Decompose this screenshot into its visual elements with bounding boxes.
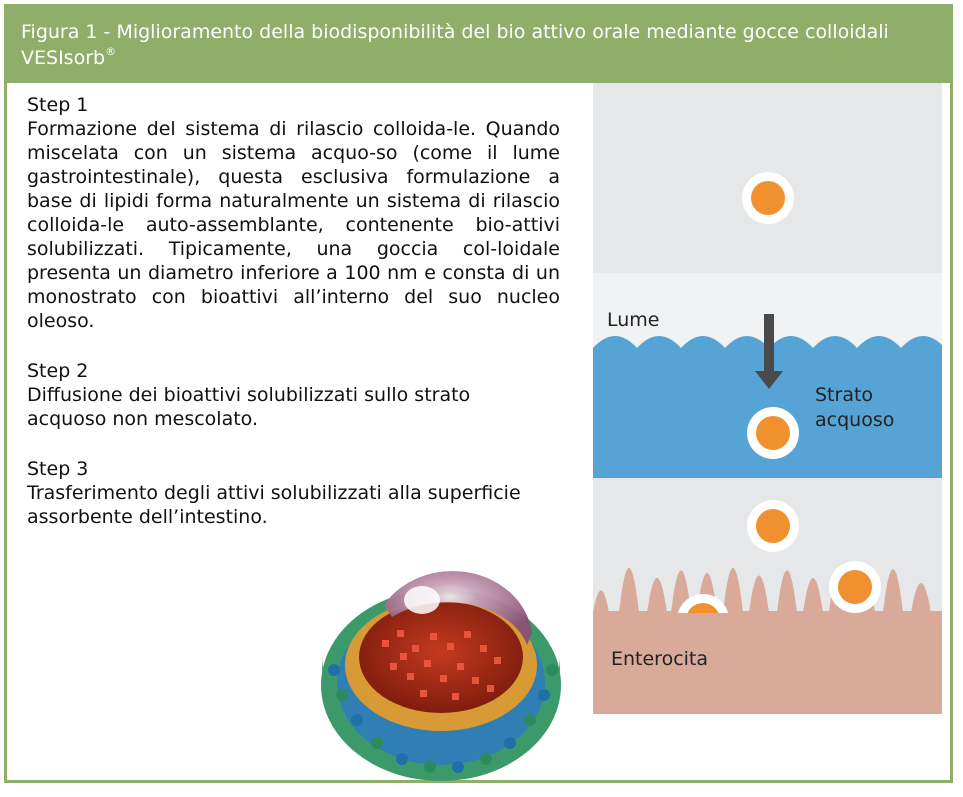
steps-text: Step 1 Formazione del sistema di rilasci… bbox=[27, 93, 560, 555]
step-3-text: Trasferimento degli attivi solubilizzati… bbox=[27, 482, 521, 528]
enterocyte-region bbox=[593, 611, 942, 714]
step-1: Step 1 Formazione del sistema di rilasci… bbox=[27, 93, 560, 333]
colloidal-droplet-illustration bbox=[321, 571, 561, 781]
step-2-text: Diffusione dei bioattivi solubilizzati s… bbox=[27, 384, 471, 430]
absorption-diagram: Lume Strato acquoso Enterocita bbox=[593, 83, 942, 714]
shell-beads bbox=[328, 664, 558, 773]
figure-title: Figura 1 - Miglioramento della biodispon… bbox=[21, 21, 889, 69]
label-enterocyte: Enterocita bbox=[611, 648, 708, 670]
droplet-aqueous bbox=[747, 407, 799, 459]
aqueous-layer bbox=[593, 336, 942, 478]
step-2-title: Step 2 bbox=[27, 360, 89, 382]
step-3: Step 3 Trasferimento degli attivi solubi… bbox=[27, 457, 560, 529]
oily-core bbox=[359, 601, 523, 713]
step-2: Step 2 Diffusione dei bioattivi solubili… bbox=[27, 359, 560, 431]
label-lumen: Lume bbox=[607, 309, 660, 331]
diffusion-arrow bbox=[755, 314, 783, 389]
droplet-lumen bbox=[742, 172, 794, 224]
label-aqueous-2: acquoso bbox=[815, 409, 894, 431]
droplet-villi-2 bbox=[829, 561, 881, 613]
label-aqueous-1: Strato bbox=[815, 384, 873, 406]
step-3-title: Step 3 bbox=[27, 458, 89, 480]
figure-header: Figura 1 - Miglioramento della biodispon… bbox=[7, 7, 950, 83]
step-1-text: Formazione del sistema di rilascio collo… bbox=[27, 118, 560, 332]
core-bioactives bbox=[382, 630, 501, 700]
dome-highlight bbox=[404, 586, 440, 614]
registered-mark: ® bbox=[105, 45, 117, 58]
step-1-title: Step 1 bbox=[27, 94, 89, 116]
droplet-villi-3 bbox=[677, 594, 729, 613]
droplet-villi-1 bbox=[747, 500, 799, 552]
